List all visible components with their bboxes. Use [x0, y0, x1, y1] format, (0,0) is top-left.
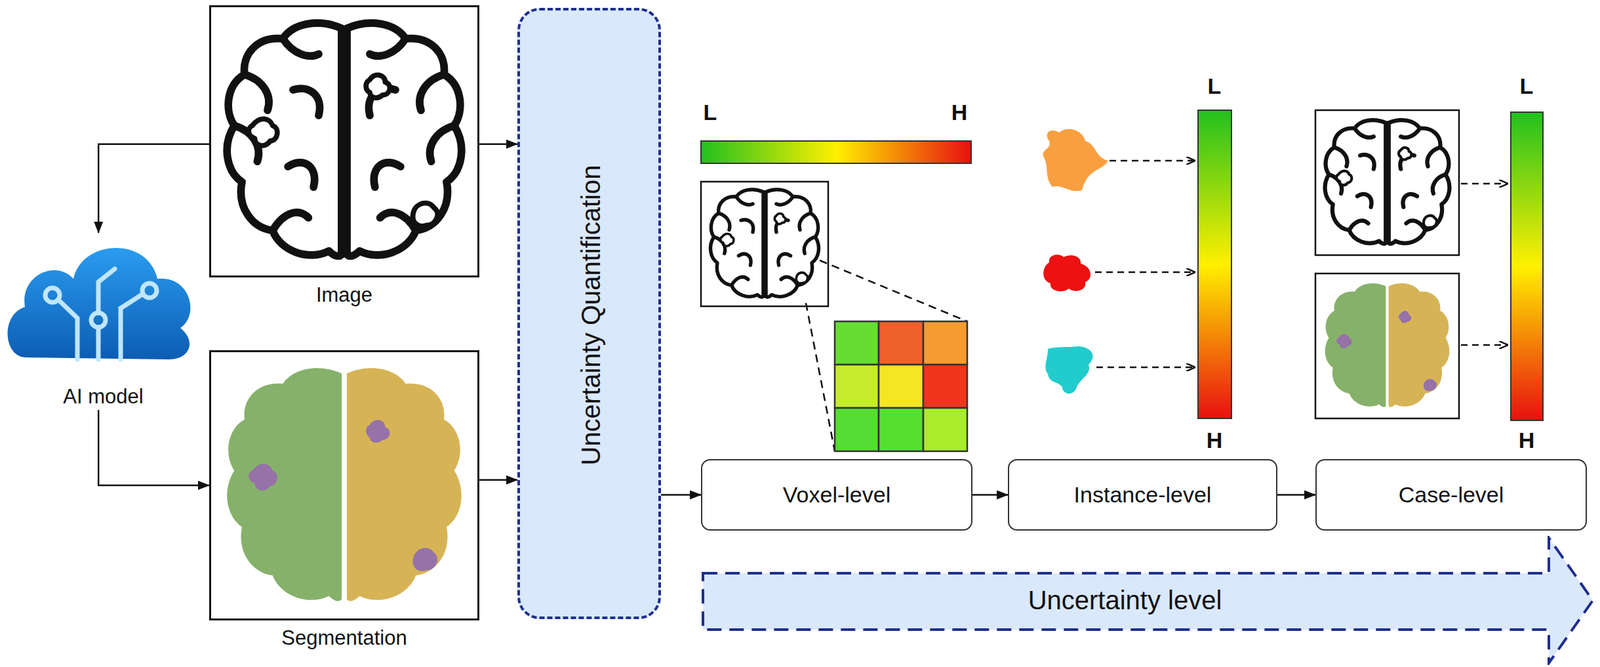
connector-arrow [1277, 493, 1316, 496]
node-label: Uncertainty level [1028, 585, 1223, 616]
connector-arrow [479, 479, 518, 482]
node-label: AI model [62, 384, 143, 409]
ai-model-node: AI model [7, 232, 199, 410]
node-label: Uncertainty Quantification [575, 164, 606, 465]
scale-end-label: L [703, 99, 718, 126]
scale-end-label: H [951, 99, 968, 126]
node-label: Segmentation [281, 626, 407, 650]
scale-end-label: L [1207, 73, 1222, 100]
node-label: Voxel-level [782, 481, 891, 508]
quantification-panel: Uncertainty Quantification [517, 7, 661, 620]
level-box: Voxel-level [700, 459, 973, 531]
connector-arrow [98, 144, 210, 233]
node-label: Image [316, 283, 373, 307]
node-label: Instance-level [1074, 481, 1212, 508]
connector-arrow [972, 493, 1008, 496]
level-box: Instance-level [1007, 459, 1278, 531]
node-label: Case-level [1398, 481, 1505, 508]
scale-end-label: L [1520, 73, 1534, 100]
segmentation-box: Segmentation [209, 350, 480, 621]
connector-arrow [660, 493, 701, 496]
level-arrow-band: Uncertainty level [700, 535, 1595, 665]
scale-end-label: H [1518, 427, 1536, 454]
image-box: Image [209, 5, 480, 278]
level-box: Case-level [1315, 459, 1587, 531]
connector-arrow [98, 409, 210, 486]
scale-end-label: H [1206, 427, 1223, 454]
connector-arrow [479, 142, 518, 145]
